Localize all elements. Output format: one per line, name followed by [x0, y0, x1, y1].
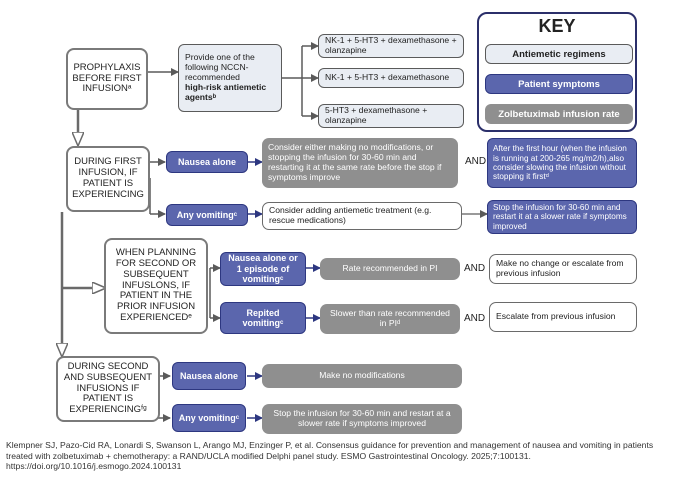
symptom-nausea-planning: Nausea alone or 1 episode of vomitingᶜ: [220, 252, 306, 286]
action-nausea-first: Consider either making no modifications,…: [262, 138, 458, 188]
rate-nausea-first: After the first hour (when the infusion …: [487, 138, 637, 188]
and-label-first: AND: [465, 156, 487, 167]
symptom-nausea-first: Nausea alone: [166, 151, 248, 173]
key-symptoms: Patient symptoms: [485, 74, 633, 94]
key-infusion-rate: Zolbetuximab infusion rate: [485, 104, 633, 124]
key-legend: KEY Antiemetic regimens Patient symptoms…: [477, 12, 637, 132]
rate-vomiting-subsequent: Stop the infusion for 30-60 min and rest…: [262, 404, 462, 434]
regimen-option-1: NK-1 + 5-HT3 + dexamethasone + olanzapin…: [318, 34, 464, 58]
symptom-nausea-subsequent: Nausea alone: [172, 362, 246, 390]
regimen-option-3: 5-HT3 + dexamethasone + olanzapine: [318, 104, 464, 128]
provide-text: Provide one of the following NCCN-recomm…: [185, 52, 255, 83]
symptom-vomiting-planning: Repited vomitingᶜ: [220, 302, 306, 334]
stage-prophylaxis: PROPHYLAXIS BEFORE FIRST INFUSIONᵃ: [66, 48, 148, 110]
provide-antiemetic-box: Provide one of the following NCCN-recomm…: [178, 44, 282, 112]
rate-nausea-planning: Rate recommended in PI: [320, 258, 460, 280]
key-title: KEY: [538, 16, 576, 36]
and-label-planning-2: AND: [464, 313, 486, 324]
and-label-planning-1: AND: [464, 263, 486, 274]
action-vomiting-first: Consider adding antiemetic treatment (e.…: [262, 202, 462, 230]
action-vomiting-planning: Escalate from previous infusion: [489, 302, 637, 332]
symptom-vomiting-subsequent: Any vomitingᶜ: [172, 404, 246, 432]
rate-vomiting-planning: Slower than rate recommended in PIᵈ: [320, 304, 460, 334]
symptom-vomiting-first: Any vomitingᶜ: [166, 204, 248, 226]
citation-footer: Klempner SJ, Pazo-Cid RA, Lonardi S, Swa…: [6, 440, 654, 472]
stage-first-infusion: DURING FIRST INFUSION, IF PATIENT IS EXP…: [66, 146, 150, 212]
stage-planning: WHEN PLANNING FOR SECOND OR SUBSEQUENT I…: [104, 238, 208, 334]
key-antiemetic: Antiemetic regimens: [485, 44, 633, 64]
provide-bold-text: high-risk antiemetic agentsᵇ: [185, 81, 267, 102]
regimen-option-2: NK-1 + 5-HT3 + dexamethasone: [318, 68, 464, 88]
stage-subsequent: DURING SECOND AND SUBSEQUENT INFUSIONS I…: [56, 356, 160, 422]
rate-vomiting-first: Stop the infusion for 30-60 min and rest…: [487, 200, 637, 234]
action-nausea-planning: Make no change or escalate from previous…: [489, 254, 637, 284]
rate-nausea-subsequent: Make no modifications: [262, 364, 462, 388]
